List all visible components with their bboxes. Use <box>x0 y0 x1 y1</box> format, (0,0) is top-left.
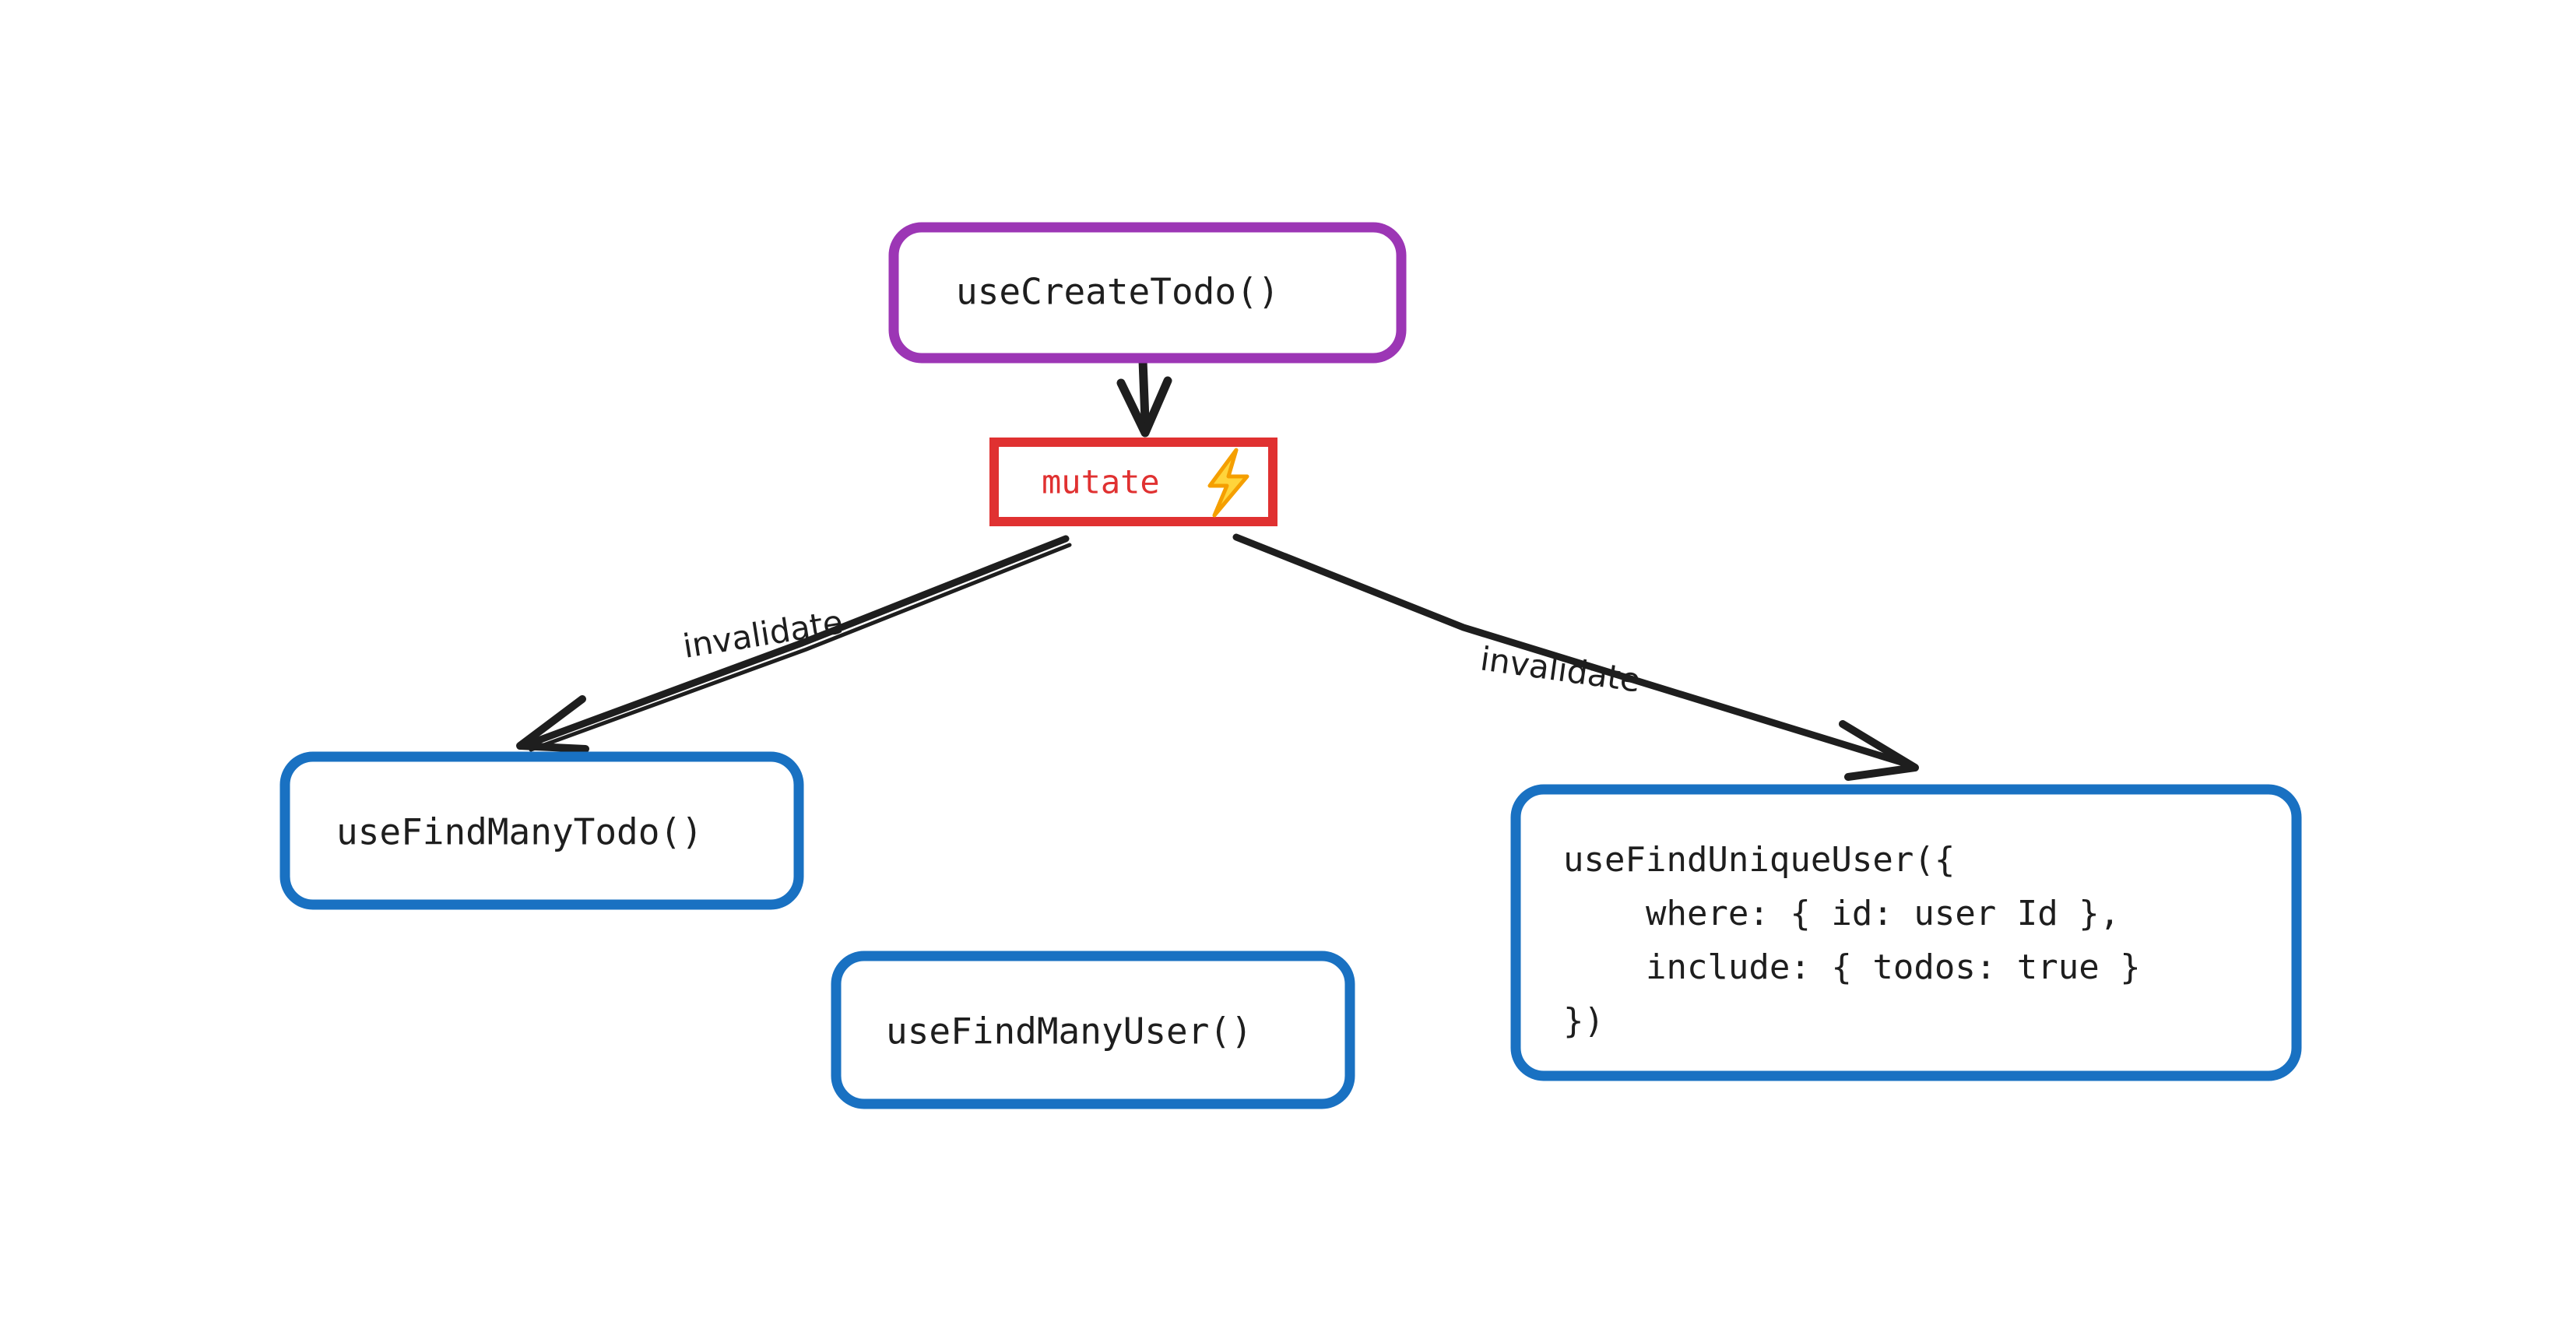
node-border <box>279 751 804 910</box>
arrowhead-icon <box>516 695 589 753</box>
node-use-find-many-todo[interactable]: useFindManyTodo() <box>279 751 804 910</box>
node-code-line-4: }) <box>1563 1001 1604 1041</box>
node-use-find-unique-user[interactable]: useFindUniqueUser({ where: { id: user Id… <box>1510 784 2302 1081</box>
arrowhead-icon <box>1116 376 1172 438</box>
node-label-use-create-todo: useCreateTodo() <box>956 271 1279 313</box>
node-mutate[interactable]: mutate <box>989 438 1277 526</box>
node-use-create-todo[interactable]: useCreateTodo() <box>888 222 1407 364</box>
node-use-find-many-user[interactable]: useFindManyUser() <box>831 951 1355 1109</box>
node-label-use-find-many-user: useFindManyUser() <box>886 1010 1253 1053</box>
edge-line <box>1232 533 1913 768</box>
node-border <box>1510 784 2302 1081</box>
node-border <box>888 222 1407 364</box>
edge-label-invalidate-right: invalidate <box>1478 639 1643 699</box>
edge-mutate-to-find-many-todo <box>516 535 1072 753</box>
lightning-bolt-icon <box>1207 448 1249 518</box>
edge-create-to-mutate <box>1116 356 1172 438</box>
edge-line-sketch <box>529 543 1072 752</box>
edge-line <box>524 535 1070 748</box>
edge-mutate-to-find-unique-user <box>1232 533 1919 781</box>
edge-line <box>1138 356 1150 425</box>
node-code-line-2: where: { id: user Id }, <box>1563 894 2120 933</box>
node-code-line-1: useFindUniqueUser({ <box>1563 840 1955 880</box>
arrowhead-icon <box>1839 720 1919 781</box>
node-code-line-3: include: { todos: true } <box>1563 947 2141 987</box>
node-label-mutate: mutate <box>1042 463 1160 501</box>
node-border <box>831 951 1355 1109</box>
node-label-use-find-many-todo: useFindManyTodo() <box>336 811 703 853</box>
